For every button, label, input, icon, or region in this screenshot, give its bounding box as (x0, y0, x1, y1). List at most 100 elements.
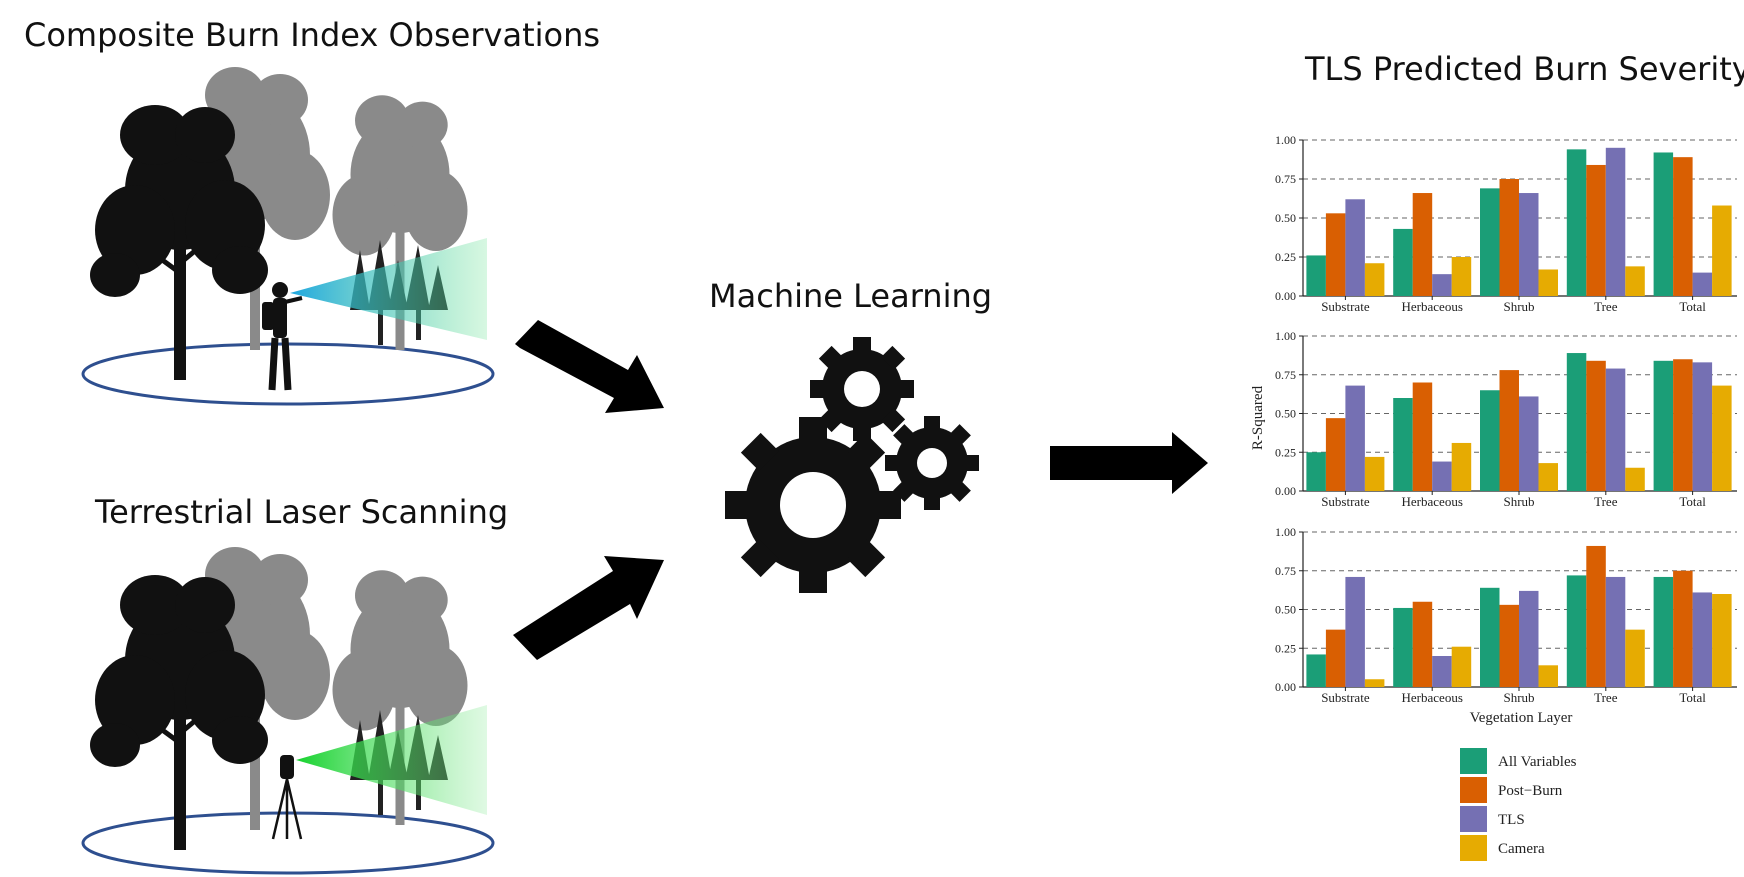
surveyor-icon (262, 282, 303, 391)
y-tick-label: 0.50 (1275, 211, 1296, 225)
category-label: Substrate (1321, 494, 1370, 509)
category-label: Total (1679, 494, 1706, 509)
bar (1625, 266, 1645, 296)
bar (1393, 228, 1413, 296)
bar (1625, 629, 1645, 687)
gear-icon (810, 337, 914, 441)
category-label: Tree (1594, 494, 1618, 509)
gear-icon (885, 416, 979, 510)
bar (1364, 679, 1385, 687)
bar (1519, 193, 1539, 296)
legend-label: Camera (1498, 841, 1545, 857)
category-label: Herbaceous (1402, 494, 1463, 509)
y-tick-label: 0.75 (1275, 368, 1296, 382)
bar (1605, 147, 1626, 296)
category-label: Herbaceous (1402, 690, 1463, 705)
cbi-scene (81, 67, 495, 406)
y-tick-label: 0.50 (1275, 407, 1296, 421)
y-tick-label: 0.75 (1275, 172, 1296, 186)
category-label: Shrub (1503, 299, 1534, 314)
y-tick-label: 0.25 (1275, 445, 1296, 459)
category-label: Shrub (1503, 494, 1534, 509)
legend-label: Post−Burn (1498, 783, 1563, 799)
beam-icon (290, 238, 487, 340)
legend-swatch (1460, 835, 1487, 861)
bar (1364, 263, 1385, 296)
y-tick-label: 1.00 (1275, 133, 1296, 147)
bar (1393, 607, 1413, 687)
bar (1692, 362, 1713, 491)
bar (1306, 654, 1326, 687)
y-tick-label: 0.00 (1275, 289, 1296, 303)
cbi-title: Composite Burn Index Observations (24, 16, 601, 54)
bar (1712, 205, 1732, 296)
bar (1692, 272, 1713, 296)
category-label: Total (1679, 690, 1706, 705)
bar (1325, 213, 1346, 296)
bar (1625, 467, 1645, 491)
category-label: Total (1679, 299, 1706, 314)
bar (1412, 382, 1433, 491)
prediction-title: TLS Predicted Burn Severity (1305, 50, 1744, 88)
bar (1538, 463, 1558, 491)
bar (1451, 442, 1472, 491)
bar (1673, 157, 1693, 296)
bar (1538, 269, 1558, 296)
bar (1673, 359, 1693, 491)
legend-swatch (1460, 806, 1487, 832)
ml-title: Machine Learning (709, 277, 993, 315)
bar (1673, 570, 1693, 687)
bar (1325, 629, 1346, 687)
bar (1566, 149, 1587, 296)
bar (1345, 385, 1365, 491)
arrow-icon (1050, 432, 1208, 494)
bar (1538, 665, 1558, 687)
bar (1712, 594, 1732, 687)
category-label: Substrate (1321, 299, 1370, 314)
beam-icon (296, 705, 487, 815)
y-tick-label: 1.00 (1275, 329, 1296, 343)
bar (1480, 188, 1500, 296)
legend-label: All Variables (1498, 754, 1577, 770)
x-axis-label: Vegetation Layer (1470, 710, 1573, 726)
bar (1566, 353, 1587, 491)
y-tick-label: 0.75 (1275, 564, 1296, 578)
y-tick-label: 0.50 (1275, 603, 1296, 617)
bar (1432, 274, 1452, 296)
bar (1393, 398, 1413, 491)
bar (1499, 179, 1519, 296)
y-tick-label: 1.00 (1275, 525, 1296, 539)
category-label: Shrub (1503, 690, 1534, 705)
bar (1653, 152, 1674, 296)
bar (1566, 575, 1587, 687)
legend-label: TLS (1498, 812, 1525, 828)
gear-icon (725, 417, 901, 593)
bar (1480, 390, 1500, 491)
category-label: Herbaceous (1402, 299, 1463, 314)
y-axis-label: R-Squared (1250, 385, 1266, 450)
arrow-icon (515, 320, 664, 413)
bar (1451, 646, 1472, 687)
bar (1692, 592, 1713, 687)
bar (1519, 396, 1539, 491)
bar (1499, 370, 1519, 491)
bar (1586, 360, 1606, 491)
bar (1306, 255, 1326, 296)
legend-swatch (1460, 777, 1487, 803)
bar (1586, 164, 1606, 296)
bar (1712, 385, 1732, 491)
y-tick-label: 0.25 (1275, 250, 1296, 264)
tls-scene (81, 547, 495, 875)
category-label: Substrate (1321, 690, 1370, 705)
bar (1605, 368, 1626, 491)
bar (1325, 418, 1346, 491)
bar (1586, 545, 1606, 687)
y-tick-label: 0.25 (1275, 641, 1296, 655)
bar (1412, 193, 1433, 296)
bar (1412, 601, 1433, 687)
bar (1480, 587, 1500, 687)
